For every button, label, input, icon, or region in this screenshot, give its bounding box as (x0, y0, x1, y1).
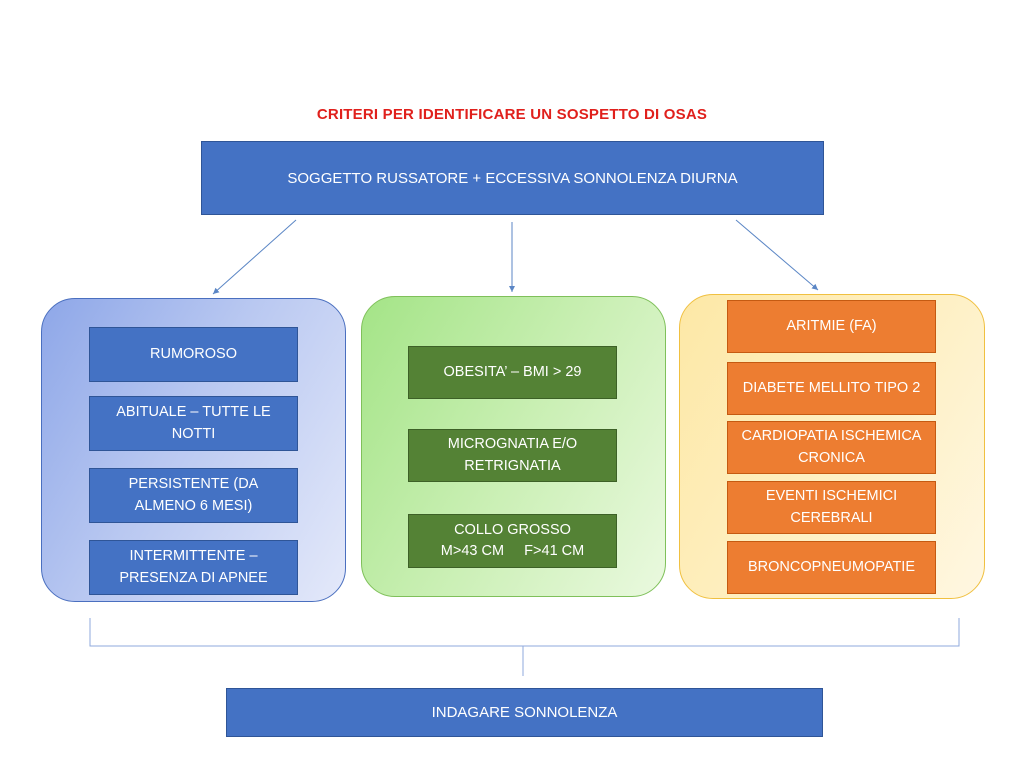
bottom-box: INDAGARE SONNOLENZA (226, 688, 823, 737)
item-micrognatia: MICROGNATIA E/O RETRIGNATIA (408, 429, 617, 482)
item-abituale: ABITUALE – TUTTE LE NOTTI (89, 396, 298, 451)
item-rumoroso: RUMOROSO (89, 327, 298, 382)
item-broncopneumopatie: BRONCOPNEUMOPATIE (727, 541, 936, 594)
item-intermittente: INTERMITTENTE – PRESENZA DI APNEE (89, 540, 298, 595)
arrow-left (212, 219, 297, 295)
item-collo-grosso-label: COLLO GROSSO (454, 521, 571, 538)
top-box: SOGGETTO RUSSATORE + ECCESSIVA SONNOLENZ… (201, 141, 824, 215)
item-aritmie: ARITMIE (FA) (727, 300, 936, 353)
item-collo-grosso: COLLO GROSSO M>43 CM F>41 CM (408, 514, 617, 568)
arrow-right (735, 219, 819, 291)
item-collo-grosso-values: M>43 CM F>41 CM (440, 543, 585, 559)
item-persistente: PERSISTENTE (DA ALMENO 6 MESI) (89, 468, 298, 523)
bracket (89, 618, 960, 647)
diagram-title: CRITERI PER IDENTIFICARE UN SOSPETTO DI … (316, 106, 708, 123)
item-eventi-ischemici: EVENTI ISCHEMICI CEREBRALI (727, 481, 936, 534)
item-diabete: DIABETE MELLITO TIPO 2 (727, 362, 936, 415)
item-cardiopatia: CARDIOPATIA ISCHEMICA CRONICA (727, 421, 936, 474)
item-obesita: OBESITA’ – BMI > 29 (408, 346, 617, 399)
